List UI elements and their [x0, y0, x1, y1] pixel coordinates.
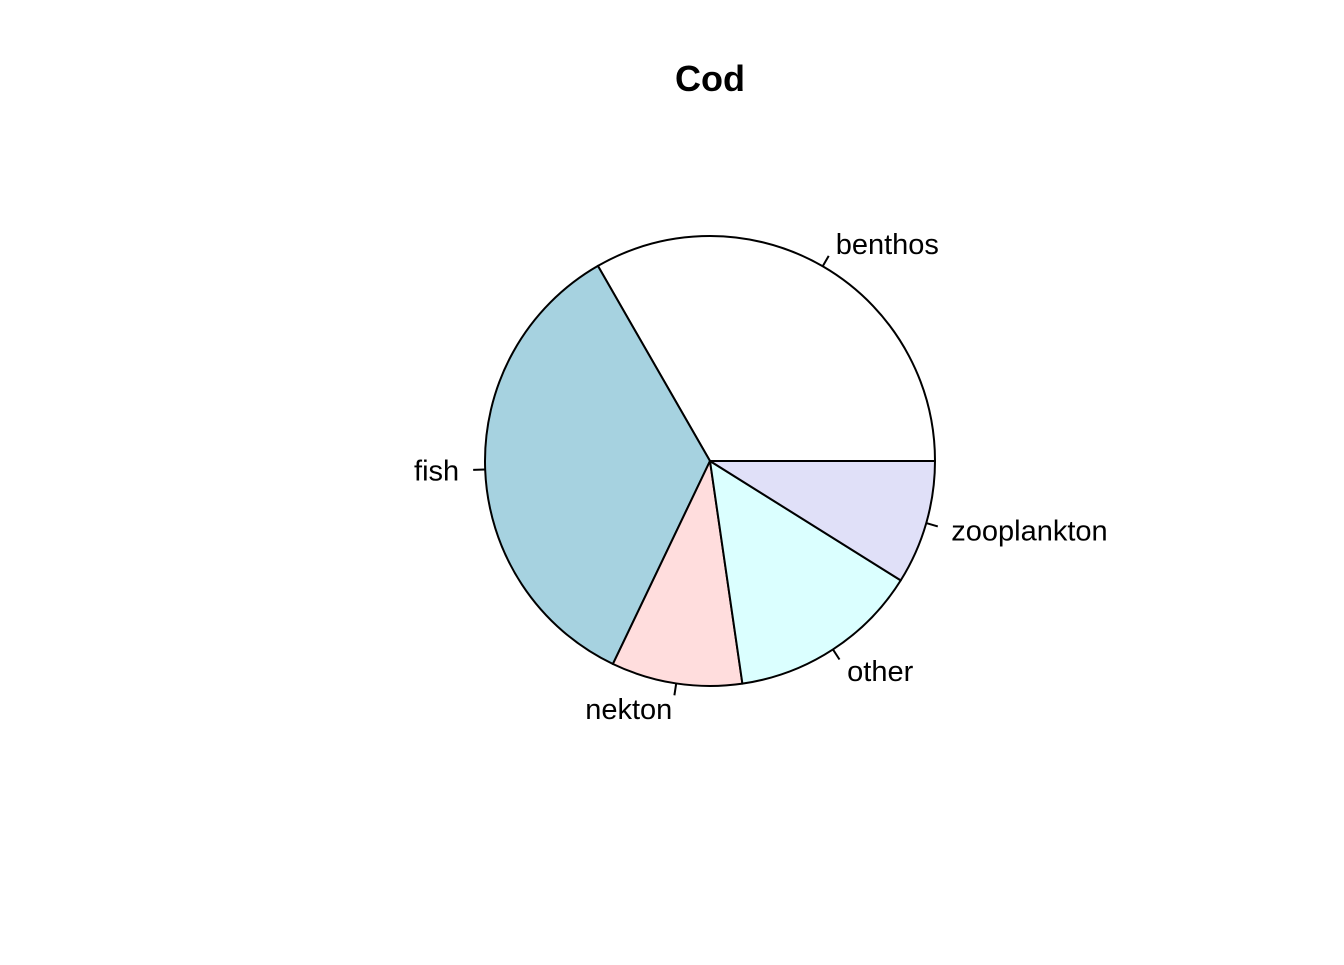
pie-label-tick-other [833, 649, 840, 659]
pie-label-nekton: nekton [585, 694, 672, 726]
chart-title: Cod [0, 58, 1344, 100]
pie-label-tick-benthos [823, 256, 829, 266]
pie-label-fish: fish [414, 455, 459, 487]
pie-label-tick-zooplankton [926, 523, 938, 526]
pie-label-benthos: benthos [836, 229, 939, 261]
pie-label-tick-nekton [674, 683, 676, 695]
pie-label-zooplankton: zooplankton [951, 515, 1107, 547]
pie-label-other: other [847, 656, 913, 688]
